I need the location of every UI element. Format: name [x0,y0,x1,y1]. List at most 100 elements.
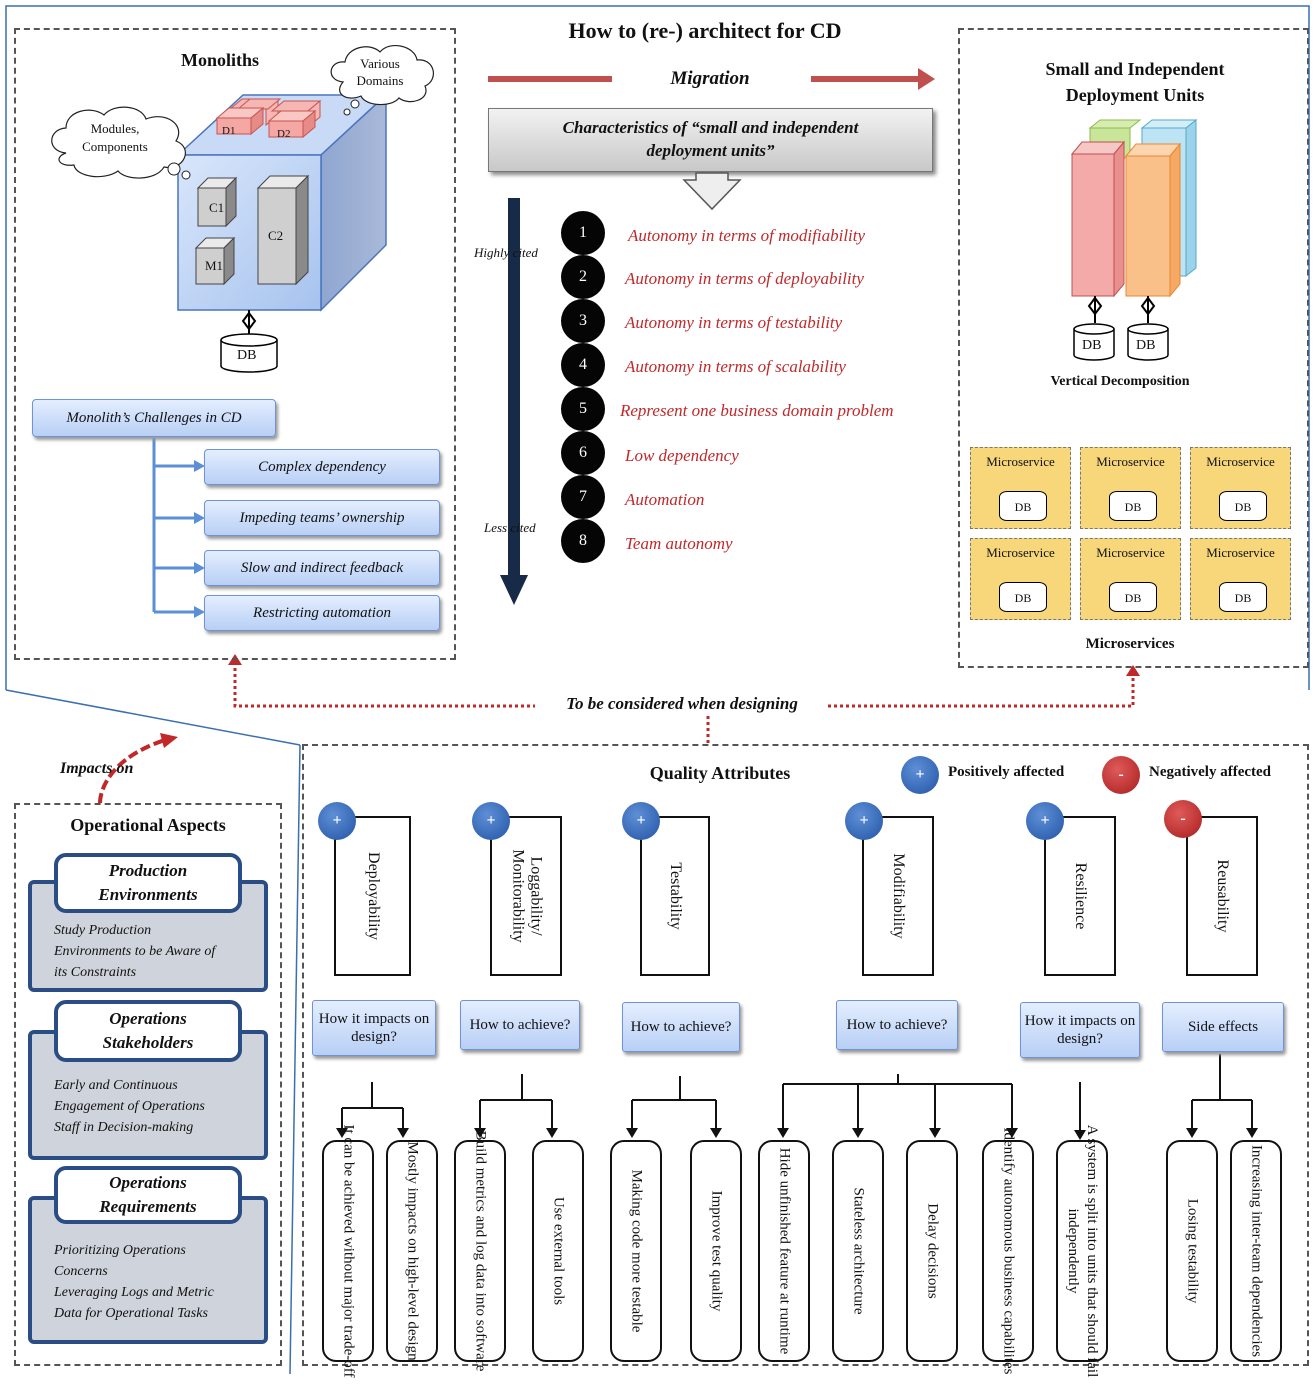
modules-cloud [51,106,191,180]
qa-question: How to achieve? [622,1002,740,1052]
domains-cloud [330,44,434,116]
plus-icon: + [845,802,883,840]
quality-attributes-panel [302,744,1309,1366]
quality-title: Quality Attributes [649,763,791,783]
modules-cloud-label: Modules, Components [60,120,170,155]
char-number: 2 [561,255,605,299]
cloud-modules-line2: Components [82,138,148,154]
microservice-box: Microservice DB [970,447,1071,529]
ops-text-line: Prioritizing Operations [54,1243,186,1258]
db-label: DB [1124,500,1142,514]
ops-text-line: Concerns [54,1264,108,1279]
qa-box-loggability: Loggability/ Monitorability [490,816,562,976]
microservice-box: Microservice DB [1080,447,1181,529]
microservice-box: Microservice DB [1190,447,1291,529]
ops-head-line1: Production [108,861,188,881]
qa-answer-text: Mostly impacts on high-level design [404,1141,421,1361]
page-title: How to (re-) architect for CD [568,18,842,43]
plus-icon: + [622,802,660,840]
db-label: DB [1014,591,1032,605]
component-boxes [194,174,310,286]
ops-text-line: its Constraints [54,965,137,980]
microservice-label: Microservice [1206,545,1275,560]
char-number: 5 [561,387,605,431]
cloud-domains-line2: Domains [356,72,404,88]
qa-answer-text: Hide unfinished feature at runtime [776,1147,793,1355]
challenges-title-box: Monolith’s Challenges in CD [32,399,276,437]
db-label: DB [1234,591,1252,605]
char-item: Team autonomy [625,534,733,553]
ops-text-line: Environments to be Aware of [54,944,216,959]
challenge-item: Slow and indirect feedback [204,550,440,586]
ops-head-line1: Operations [109,1009,187,1029]
db-label: DB [1014,500,1032,514]
ms-db: DB [999,491,1047,521]
qa-answer-text: Losing testability [1184,1198,1201,1304]
qa-answer-text: Delay decisions [924,1203,941,1299]
challenge-item: Complex dependency [204,449,440,485]
microservice-label: Microservice [1096,454,1165,469]
ops-text-line: Data for Operational Tasks [54,1306,208,1321]
vertical-decomposition-label: Vertical Decomposition [1050,374,1190,389]
microservice-label: Microservice [1096,545,1165,560]
negative-legend-icon: - [1102,756,1140,794]
qa-answer: Delay decisions [906,1140,958,1362]
qa-answer: Improve test quality [690,1140,742,1362]
ops-head-line1: Operations [109,1173,187,1193]
qa-answer: Mostly impacts on high-level design [386,1140,438,1362]
highly-cited-label: Highly cited [474,245,538,260]
db-label: DB [1234,500,1252,514]
qa-answer: Making code more testable [610,1140,662,1362]
qa-question: How to achieve? [836,1000,958,1050]
qa-question: How it impacts on design? [312,1000,436,1056]
qa-answer: Identify autonomous business capabilites [982,1127,1034,1375]
ops-text-line: Early and Continuous [54,1078,178,1093]
ops-text-line: Staff in Decision-making [54,1120,194,1135]
challenge-item: Restricting automation [204,595,440,631]
db-label: DB [1136,338,1156,353]
plus-icon: + [472,802,510,840]
qa-name: Deployability [364,852,382,940]
database-icon [1127,323,1169,361]
qa-answer: Use external tools [532,1140,584,1362]
char-item: Autonomy in terms of deployability [625,269,864,288]
minus-icon: - [1164,800,1202,838]
microservice-label: Microservice [986,545,1055,560]
qa-name: Resilience [1072,862,1090,930]
c2-label: C2 [268,228,284,243]
char-number: 6 [561,431,605,475]
d1-label: D1 [222,125,236,137]
characteristics-banner: Characteristics of “small and independen… [488,108,933,172]
char-item: Autonomy in terms of testability [625,313,843,332]
microservice-box: Microservice DB [970,538,1071,620]
ops-text-line: Study Production [54,923,152,938]
qa-box-reusability: Reusability [1186,816,1258,976]
qa-name: Loggability/ Monitorability [509,849,545,943]
operational-aspects-panel [14,803,282,1366]
qa-answer-text: Identify autonomous business capabilites [1000,1127,1017,1375]
qa-name: Reusability [1214,859,1232,933]
deployment-units-panel [958,28,1309,668]
operational-title: Operational Aspects [70,815,226,835]
migration-label: Migration [670,68,750,89]
char-item: Autonomy in terms of modifiability [628,226,866,245]
less-cited-label: Less cited [484,520,536,535]
qa-question: How to achieve? [460,1000,580,1050]
plus-icon: + [1026,802,1064,840]
microservice-box: Microservice DB [1080,538,1181,620]
monoliths-panel [14,28,456,660]
impacts-on-label: Impacts on [60,760,134,777]
char-item: Low dependency [625,446,739,465]
qa-name: Modifiability [890,853,908,939]
qa-answer-text: Use external tools [550,1196,567,1306]
qa-answer: A system is split into units that should… [1056,1125,1108,1377]
positive-legend-label: Positively affected [948,764,1065,780]
qa-answer-text: Improve test quality [708,1190,725,1312]
ops-head-line2: Stakeholders [102,1033,194,1052]
qa-box-resilience: Resilience [1044,816,1116,976]
char-number: 4 [561,343,605,387]
units-title-line2: Deployment Units [1065,85,1205,106]
